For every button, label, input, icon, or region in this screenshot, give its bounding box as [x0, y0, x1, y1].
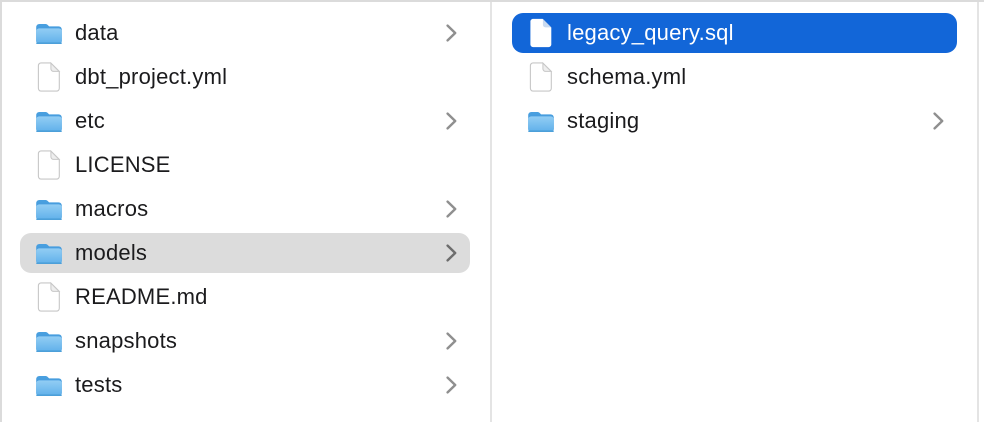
- chevron-right-icon: [446, 332, 457, 350]
- folder-icon: [527, 110, 555, 133]
- file-row-staging[interactable]: staging: [492, 99, 977, 143]
- folder-icon: [35, 22, 63, 45]
- column-resize-divider[interactable]: [977, 2, 979, 422]
- column-resize-divider[interactable]: [490, 2, 492, 422]
- file-label: tests: [75, 372, 123, 397]
- window-left-edge: [0, 0, 2, 422]
- folder-icon: [35, 374, 63, 397]
- chevron-right-icon: [933, 112, 944, 130]
- file-label: snapshots: [75, 328, 178, 353]
- folder-icon: [35, 242, 63, 265]
- file-label: legacy_query.sql: [567, 20, 734, 45]
- document-icon: [527, 18, 555, 48]
- chevron-right-icon: [446, 244, 457, 262]
- document-icon: [35, 282, 63, 312]
- chevron-right-icon: [446, 112, 457, 130]
- file-row-data[interactable]: data: [0, 11, 490, 55]
- file-row-legacy-query-sql[interactable]: legacy_query.sql: [492, 11, 977, 55]
- file-row-snapshots[interactable]: snapshots: [0, 319, 490, 363]
- folder-icon: [35, 110, 63, 133]
- chevron-right-icon: [446, 24, 457, 42]
- file-row-tests[interactable]: tests: [0, 363, 490, 407]
- file-label: schema.yml: [567, 64, 687, 89]
- file-label: macros: [75, 196, 149, 221]
- finder-column-1: data dbt_project.yml etc LICENSE: [0, 11, 490, 407]
- file-row-etc[interactable]: etc: [0, 99, 490, 143]
- file-label: staging: [567, 108, 640, 133]
- document-icon: [527, 62, 555, 92]
- file-label: README.md: [75, 284, 208, 309]
- chevron-right-icon: [446, 200, 457, 218]
- file-row-dbt-project-yml[interactable]: dbt_project.yml: [0, 55, 490, 99]
- folder-icon: [35, 330, 63, 353]
- file-label: etc: [75, 108, 105, 133]
- folder-icon: [35, 198, 63, 221]
- document-icon: [35, 150, 63, 180]
- window-top-edge: [0, 0, 984, 2]
- chevron-right-icon: [446, 376, 457, 394]
- file-row-models[interactable]: models: [0, 231, 490, 275]
- file-row-macros[interactable]: macros: [0, 187, 490, 231]
- file-label: dbt_project.yml: [75, 64, 228, 89]
- file-label: data: [75, 20, 119, 45]
- document-icon: [35, 62, 63, 92]
- file-label: models: [75, 240, 148, 265]
- file-row-schema-yml[interactable]: schema.yml: [492, 55, 977, 99]
- file-row-license[interactable]: LICENSE: [0, 143, 490, 187]
- file-label: LICENSE: [75, 152, 171, 177]
- finder-column-2: legacy_query.sql schema.yml staging: [492, 11, 977, 143]
- file-row-readme-md[interactable]: README.md: [0, 275, 490, 319]
